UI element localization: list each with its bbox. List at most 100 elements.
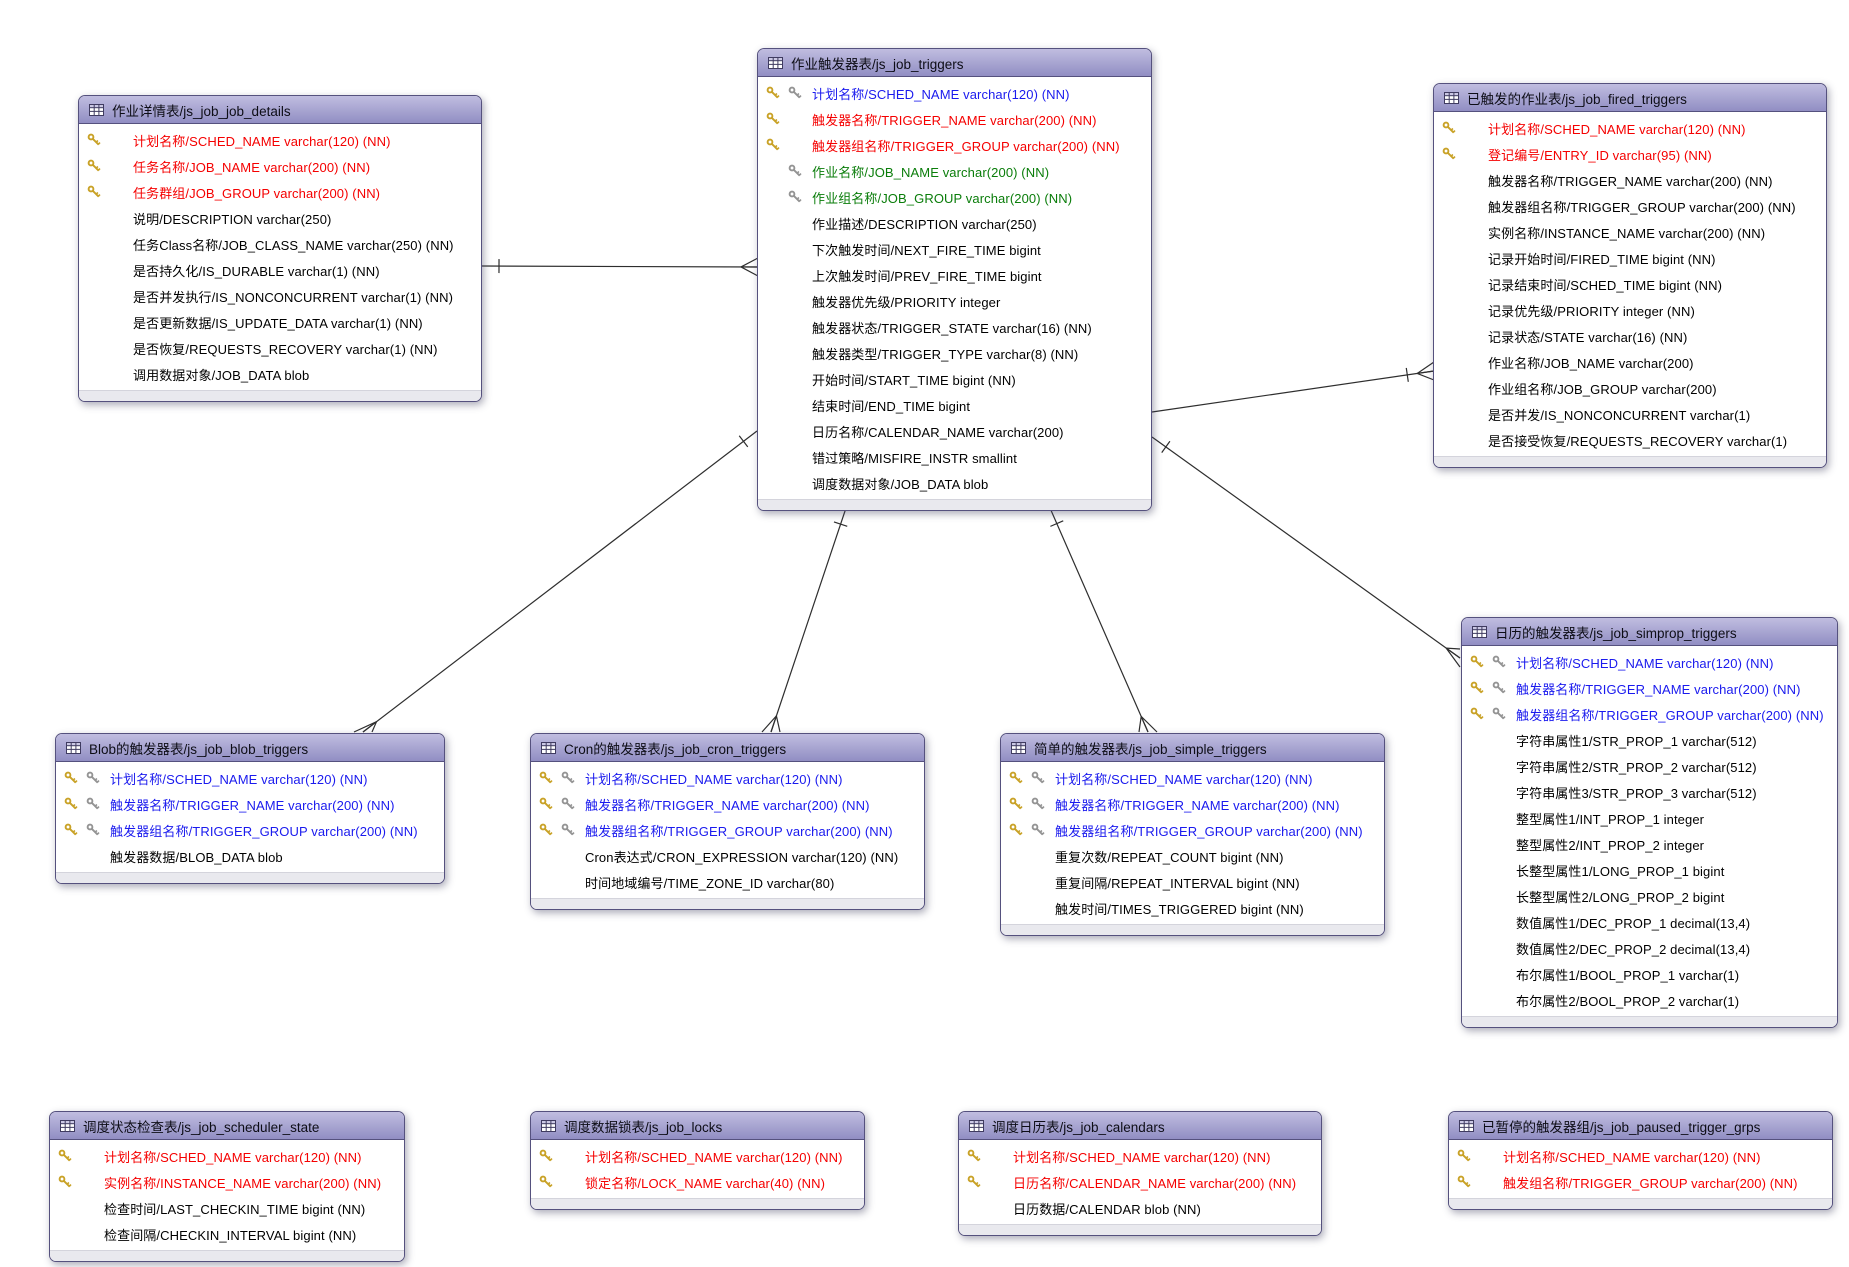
- column-row-js_job_job_details-8[interactable]: 是否恢复/REQUESTS_RECOVERY varchar(1) (NN): [79, 335, 481, 361]
- column-row-js_job_simprop_triggers-12[interactable]: 布尔属性1/BOOL_PROP_1 varchar(1): [1462, 961, 1837, 987]
- table-header[interactable]: 已触发的作业表/js_job_fired_triggers: [1434, 84, 1826, 112]
- column-row-js_job_simprop_triggers-8[interactable]: 长整型属性1/LONG_PROP_1 bigint: [1462, 857, 1837, 883]
- column-row-js_job_job_details-3[interactable]: 说明/DESCRIPTION varchar(250): [79, 205, 481, 231]
- table-header[interactable]: 作业触发器表/js_job_triggers: [758, 49, 1151, 77]
- column-row-js_job_simple_triggers-1[interactable]: 触发器名称/TRIGGER_NAME varchar(200) (NN): [1001, 791, 1384, 817]
- column-row-js_job_simprop_triggers-10[interactable]: 数值属性1/DEC_PROP_1 decimal(13,4): [1462, 909, 1837, 935]
- column-row-js_job_simprop_triggers-11[interactable]: 数值属性2/DEC_PROP_2 decimal(13,4): [1462, 935, 1837, 961]
- column-row-js_job_triggers-13[interactable]: 日历名称/CALENDAR_NAME varchar(200): [758, 418, 1151, 444]
- column-row-js_job_triggers-14[interactable]: 错过策略/MISFIRE_INSTR smallint: [758, 444, 1151, 470]
- column-row-js_job_simple_triggers-0[interactable]: 计划名称/SCHED_NAME varchar(120) (NN): [1001, 765, 1384, 791]
- column-row-js_job_fired_triggers-0[interactable]: 计划名称/SCHED_NAME varchar(120) (NN): [1434, 115, 1826, 141]
- column-row-js_job_fired_triggers-2[interactable]: 触发器名称/TRIGGER_NAME varchar(200) (NN): [1434, 167, 1826, 193]
- column-row-js_job_calendars-0[interactable]: 计划名称/SCHED_NAME varchar(120) (NN): [959, 1143, 1321, 1169]
- column-row-js_job_simprop_triggers-9[interactable]: 长整型属性2/LONG_PROP_2 bigint: [1462, 883, 1837, 909]
- entity-table-js_job_scheduler_state[interactable]: 调度状态检查表/js_job_scheduler_state 计划名称/SCHE…: [49, 1111, 405, 1262]
- column-row-js_job_triggers-5[interactable]: 作业描述/DESCRIPTION varchar(250): [758, 210, 1151, 236]
- column-row-js_job_simprop_triggers-13[interactable]: 布尔属性2/BOOL_PROP_2 varchar(1): [1462, 987, 1837, 1013]
- column-row-js_job_triggers-10[interactable]: 触发器类型/TRIGGER_TYPE varchar(8) (NN): [758, 340, 1151, 366]
- column-row-js_job_cron_triggers-2[interactable]: 触发器组名称/TRIGGER_GROUP varchar(200) (NN): [531, 817, 924, 843]
- column-row-js_job_blob_triggers-3[interactable]: 触发器数据/BLOB_DATA blob: [56, 843, 444, 869]
- column-row-js_job_simprop_triggers-0[interactable]: 计划名称/SCHED_NAME varchar(120) (NN): [1462, 649, 1837, 675]
- column-row-js_job_calendars-2[interactable]: 日历数据/CALENDAR blob (NN): [959, 1195, 1321, 1221]
- column-row-js_job_cron_triggers-3[interactable]: Cron表达式/CRON_EXPRESSION varchar(120) (NN…: [531, 843, 924, 869]
- entity-table-js_job_job_details[interactable]: 作业详情表/js_job_job_details 计划名称/SCHED_NAME…: [78, 95, 482, 402]
- column-row-js_job_blob_triggers-2[interactable]: 触发器组名称/TRIGGER_GROUP varchar(200) (NN): [56, 817, 444, 843]
- column-row-js_job_paused_trigger_grps-0[interactable]: 计划名称/SCHED_NAME varchar(120) (NN): [1449, 1143, 1832, 1169]
- column-row-js_job_simprop_triggers-2[interactable]: 触发器组名称/TRIGGER_GROUP varchar(200) (NN): [1462, 701, 1837, 727]
- entity-table-js_job_triggers[interactable]: 作业触发器表/js_job_triggers 计划名称/SCHED_NAME v…: [757, 48, 1152, 511]
- column-row-js_job_triggers-4[interactable]: 作业组名称/JOB_GROUP varchar(200) (NN): [758, 184, 1151, 210]
- table-header[interactable]: 调度状态检查表/js_job_scheduler_state: [50, 1112, 404, 1140]
- column-row-js_job_job_details-2[interactable]: 任务群组/JOB_GROUP varchar(200) (NN): [79, 179, 481, 205]
- column-row-js_job_triggers-12[interactable]: 结束时间/END_TIME bigint: [758, 392, 1151, 418]
- entity-table-js_job_cron_triggers[interactable]: Cron的触发器表/js_job_cron_triggers 计划名称/SCHE…: [530, 733, 925, 910]
- column-row-js_job_paused_trigger_grps-1[interactable]: 触发组名称/TRIGGER_GROUP varchar(200) (NN): [1449, 1169, 1832, 1195]
- column-row-js_job_triggers-11[interactable]: 开始时间/START_TIME bigint (NN): [758, 366, 1151, 392]
- entity-table-js_job_calendars[interactable]: 调度日历表/js_job_calendars 计划名称/SCHED_NAME v…: [958, 1111, 1322, 1236]
- column-row-js_job_fired_triggers-7[interactable]: 记录优先级/PRIORITY integer (NN): [1434, 297, 1826, 323]
- column-row-js_job_job_details-4[interactable]: 任务Class名称/JOB_CLASS_NAME varchar(250) (N…: [79, 231, 481, 257]
- column-row-js_job_job_details-5[interactable]: 是否持久化/IS_DURABLE varchar(1) (NN): [79, 257, 481, 283]
- column-row-js_job_blob_triggers-1[interactable]: 触发器名称/TRIGGER_NAME varchar(200) (NN): [56, 791, 444, 817]
- column-row-js_job_triggers-3[interactable]: 作业名称/JOB_NAME varchar(200) (NN): [758, 158, 1151, 184]
- column-row-js_job_fired_triggers-3[interactable]: 触发器组名称/TRIGGER_GROUP varchar(200) (NN): [1434, 193, 1826, 219]
- column-row-js_job_calendars-1[interactable]: 日历名称/CALENDAR_NAME varchar(200) (NN): [959, 1169, 1321, 1195]
- table-header[interactable]: Blob的触发器表/js_job_blob_triggers: [56, 734, 444, 762]
- column-row-js_job_scheduler_state-2[interactable]: 检查时间/LAST_CHECKIN_TIME bigint (NN): [50, 1195, 404, 1221]
- column-row-js_job_fired_triggers-6[interactable]: 记录结束时间/SCHED_TIME bigint (NN): [1434, 271, 1826, 297]
- column-row-js_job_blob_triggers-0[interactable]: 计划名称/SCHED_NAME varchar(120) (NN): [56, 765, 444, 791]
- column-row-js_job_fired_triggers-5[interactable]: 记录开始时间/FIRED_TIME bigint (NN): [1434, 245, 1826, 271]
- column-row-js_job_simple_triggers-2[interactable]: 触发器组名称/TRIGGER_GROUP varchar(200) (NN): [1001, 817, 1384, 843]
- column-row-js_job_fired_triggers-11[interactable]: 是否并发/IS_NONCONCURRENT varchar(1): [1434, 401, 1826, 427]
- table-header[interactable]: 简单的触发器表/js_job_simple_triggers: [1001, 734, 1384, 762]
- column-row-js_job_simprop_triggers-7[interactable]: 整型属性2/INT_PROP_2 integer: [1462, 831, 1837, 857]
- column-row-js_job_cron_triggers-1[interactable]: 触发器名称/TRIGGER_NAME varchar(200) (NN): [531, 791, 924, 817]
- column-row-js_job_fired_triggers-10[interactable]: 作业组名称/JOB_GROUP varchar(200): [1434, 375, 1826, 401]
- entity-table-js_job_fired_triggers[interactable]: 已触发的作业表/js_job_fired_triggers 计划名称/SCHED…: [1433, 83, 1827, 468]
- column-row-js_job_simprop_triggers-3[interactable]: 字符串属性1/STR_PROP_1 varchar(512): [1462, 727, 1837, 753]
- column-row-js_job_job_details-1[interactable]: 任务名称/JOB_NAME varchar(200) (NN): [79, 153, 481, 179]
- column-row-js_job_fired_triggers-8[interactable]: 记录状态/STATE varchar(16) (NN): [1434, 323, 1826, 349]
- column-row-js_job_simprop_triggers-4[interactable]: 字符串属性2/STR_PROP_2 varchar(512): [1462, 753, 1837, 779]
- column-row-js_job_triggers-15[interactable]: 调度数据对象/JOB_DATA blob: [758, 470, 1151, 496]
- column-row-js_job_scheduler_state-1[interactable]: 实例名称/INSTANCE_NAME varchar(200) (NN): [50, 1169, 404, 1195]
- column-row-js_job_triggers-0[interactable]: 计划名称/SCHED_NAME varchar(120) (NN): [758, 80, 1151, 106]
- table-header[interactable]: 已暂停的触发器组/js_job_paused_trigger_grps: [1449, 1112, 1832, 1140]
- column-row-js_job_triggers-6[interactable]: 下次触发时间/NEXT_FIRE_TIME bigint: [758, 236, 1151, 262]
- column-row-js_job_fired_triggers-9[interactable]: 作业名称/JOB_NAME varchar(200): [1434, 349, 1826, 375]
- entity-table-js_job_blob_triggers[interactable]: Blob的触发器表/js_job_blob_triggers 计划名称/SCHE…: [55, 733, 445, 884]
- column-row-js_job_simprop_triggers-6[interactable]: 整型属性1/INT_PROP_1 integer: [1462, 805, 1837, 831]
- column-row-js_job_triggers-9[interactable]: 触发器状态/TRIGGER_STATE varchar(16) (NN): [758, 314, 1151, 340]
- column-row-js_job_triggers-1[interactable]: 触发器名称/TRIGGER_NAME varchar(200) (NN): [758, 106, 1151, 132]
- column-row-js_job_simprop_triggers-5[interactable]: 字符串属性3/STR_PROP_3 varchar(512): [1462, 779, 1837, 805]
- column-row-js_job_fired_triggers-1[interactable]: 登记编号/ENTRY_ID varchar(95) (NN): [1434, 141, 1826, 167]
- entity-table-js_job_locks[interactable]: 调度数据锁表/js_job_locks 计划名称/SCHED_NAME varc…: [530, 1111, 865, 1210]
- column-row-js_job_triggers-7[interactable]: 上次触发时间/PREV_FIRE_TIME bigint: [758, 262, 1151, 288]
- column-row-js_job_simple_triggers-5[interactable]: 触发时间/TIMES_TRIGGERED bigint (NN): [1001, 895, 1384, 921]
- entity-table-js_job_simprop_triggers[interactable]: 日历的触发器表/js_job_simprop_triggers 计划名称/SCH…: [1461, 617, 1838, 1028]
- column-row-js_job_triggers-8[interactable]: 触发器优先级/PRIORITY integer: [758, 288, 1151, 314]
- table-header[interactable]: 调度日历表/js_job_calendars: [959, 1112, 1321, 1140]
- entity-table-js_job_simple_triggers[interactable]: 简单的触发器表/js_job_simple_triggers 计划名称/SCHE…: [1000, 733, 1385, 936]
- column-row-js_job_simprop_triggers-1[interactable]: 触发器名称/TRIGGER_NAME varchar(200) (NN): [1462, 675, 1837, 701]
- column-row-js_job_job_details-6[interactable]: 是否并发执行/IS_NONCONCURRENT varchar(1) (NN): [79, 283, 481, 309]
- column-row-js_job_simple_triggers-3[interactable]: 重复次数/REPEAT_COUNT bigint (NN): [1001, 843, 1384, 869]
- column-row-js_job_cron_triggers-4[interactable]: 时间地域编号/TIME_ZONE_ID varchar(80): [531, 869, 924, 895]
- column-row-js_job_cron_triggers-0[interactable]: 计划名称/SCHED_NAME varchar(120) (NN): [531, 765, 924, 791]
- table-header[interactable]: 调度数据锁表/js_job_locks: [531, 1112, 864, 1140]
- column-row-js_job_fired_triggers-4[interactable]: 实例名称/INSTANCE_NAME varchar(200) (NN): [1434, 219, 1826, 245]
- column-row-js_job_simple_triggers-4[interactable]: 重复间隔/REPEAT_INTERVAL bigint (NN): [1001, 869, 1384, 895]
- column-row-js_job_locks-1[interactable]: 锁定名称/LOCK_NAME varchar(40) (NN): [531, 1169, 864, 1195]
- table-header[interactable]: Cron的触发器表/js_job_cron_triggers: [531, 734, 924, 762]
- column-row-js_job_triggers-2[interactable]: 触发器组名称/TRIGGER_GROUP varchar(200) (NN): [758, 132, 1151, 158]
- column-row-js_job_job_details-7[interactable]: 是否更新数据/IS_UPDATE_DATA varchar(1) (NN): [79, 309, 481, 335]
- column-row-js_job_job_details-0[interactable]: 计划名称/SCHED_NAME varchar(120) (NN): [79, 127, 481, 153]
- table-header[interactable]: 日历的触发器表/js_job_simprop_triggers: [1462, 618, 1837, 646]
- column-row-js_job_locks-0[interactable]: 计划名称/SCHED_NAME varchar(120) (NN): [531, 1143, 864, 1169]
- column-row-js_job_scheduler_state-0[interactable]: 计划名称/SCHED_NAME varchar(120) (NN): [50, 1143, 404, 1169]
- entity-table-js_job_paused_trigger_grps[interactable]: 已暂停的触发器组/js_job_paused_trigger_grps 计划名称…: [1448, 1111, 1833, 1210]
- column-row-js_job_job_details-9[interactable]: 调用数据对象/JOB_DATA blob: [79, 361, 481, 387]
- table-header[interactable]: 作业详情表/js_job_job_details: [79, 96, 481, 124]
